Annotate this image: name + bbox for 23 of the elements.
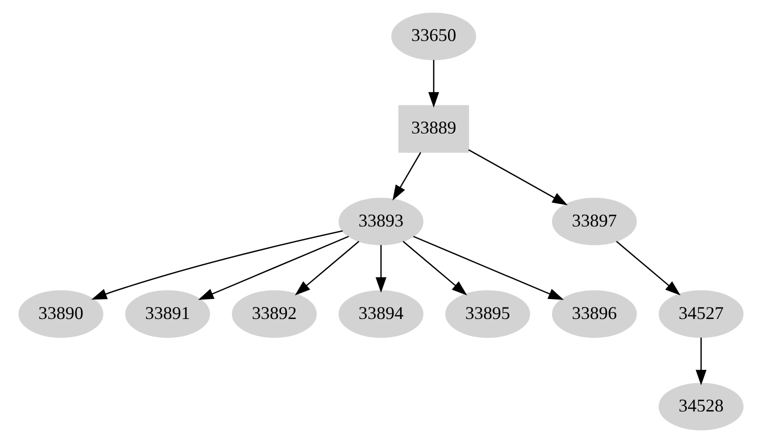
- arrow: [616, 240, 680, 296]
- arrow: [90, 230, 342, 300]
- node-ellipse: 33894: [338, 290, 423, 338]
- node-box: 33889: [398, 105, 469, 153]
- node-ellipse: 33650: [390, 12, 476, 60]
- node-ellipse: 33895: [444, 290, 530, 338]
- node-ellipse: 33897: [551, 198, 636, 246]
- node-ellipse: 33896: [551, 290, 636, 338]
- arrow: [412, 236, 564, 300]
- arrow: [392, 152, 421, 201]
- node-ellipse: 33890: [18, 290, 103, 338]
- node-ellipse: 33891: [124, 290, 210, 338]
- node-ellipse: 33893: [338, 198, 423, 246]
- arrow: [375, 245, 386, 293]
- node-ellipse: 34527: [658, 290, 743, 338]
- node-ellipse: 33892: [231, 290, 316, 338]
- arrow: [198, 236, 348, 300]
- arrow: [402, 240, 467, 296]
- arrow: [428, 60, 439, 108]
- arrow: [468, 149, 568, 206]
- arrow: [294, 240, 359, 296]
- node-ellipse: 34528: [658, 382, 743, 430]
- arrow: [695, 338, 706, 386]
